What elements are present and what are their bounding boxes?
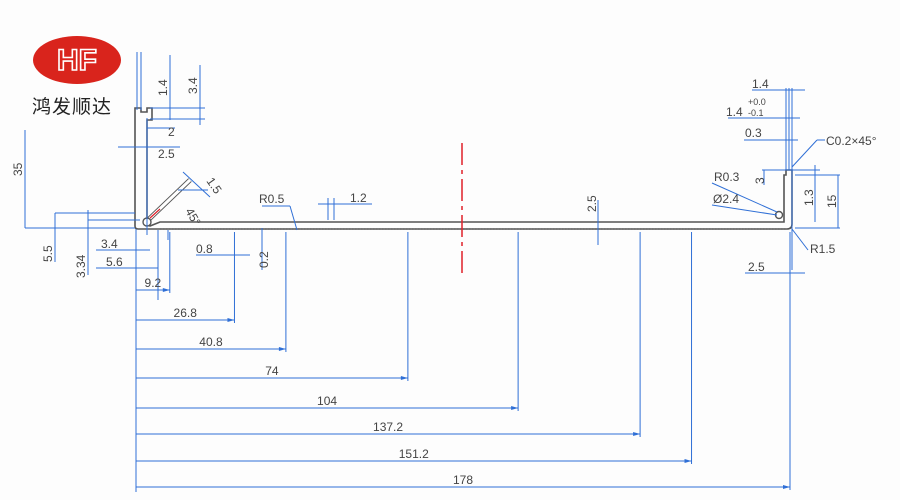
dim-label: C0.2×45° xyxy=(826,134,877,148)
dim-label: R1.5 xyxy=(810,242,836,256)
dim-label-bottom: 26.8 xyxy=(174,306,198,320)
dim-label: 1.4 xyxy=(156,79,170,96)
bottom-dimension-chain: 9.2 26.8 40.8 74 104 137.2 151.2 178 xyxy=(135,229,791,492)
tolerance-minus: -0.1 xyxy=(748,108,764,118)
right-dimension-lines xyxy=(711,88,840,274)
dimension-arrow xyxy=(783,485,790,489)
dim-label: 2 xyxy=(168,125,175,139)
dim-label-bottom: 151.2 xyxy=(399,447,429,461)
dimension-arrow xyxy=(400,376,408,380)
dim-label: 1.2 xyxy=(350,191,367,205)
dim-label: 2.5 xyxy=(585,195,599,212)
dim-label: 2.5 xyxy=(158,147,175,161)
dim-label: 3.4 xyxy=(101,237,118,251)
dim-label: 0.2 xyxy=(257,251,271,268)
aluminum-profile xyxy=(134,107,793,230)
dim-label: R0.5 xyxy=(259,192,285,206)
svg-text:HF: HF xyxy=(57,44,97,77)
dim-label: 35 xyxy=(11,162,25,176)
dim-label: 3 xyxy=(753,177,767,184)
dim-label: 0.8 xyxy=(196,242,213,256)
dim-label: 1.4 xyxy=(752,77,769,91)
dim-label-bottom: 9.2 xyxy=(145,276,162,290)
left-dimension-lines xyxy=(24,52,599,300)
dim-label: 15 xyxy=(825,194,839,208)
dim-label: 45° xyxy=(182,206,203,229)
brand-name: 鸿发顺达 xyxy=(32,96,113,118)
dim-label-bottom: 137.2 xyxy=(373,420,403,434)
dimension-arrow xyxy=(278,347,286,351)
dimension-arrow xyxy=(511,406,519,410)
dim-label: 1.3 xyxy=(802,189,816,206)
dimension-arrow xyxy=(633,432,641,436)
dim-label-bottom: 178 xyxy=(453,473,473,487)
dimension-arrow xyxy=(684,459,692,463)
dim-label-bottom: 104 xyxy=(317,394,337,408)
dim-label-bottom: 74 xyxy=(265,364,279,378)
dim-label: R0.3 xyxy=(714,170,740,184)
dim-label: 3.34 xyxy=(74,254,88,278)
dim-label: 2.5 xyxy=(748,260,765,274)
dim-label: 0.3 xyxy=(745,126,762,140)
dim-label: 5.6 xyxy=(106,255,123,269)
dim-label: 3.4 xyxy=(186,77,200,94)
dimension-arrow xyxy=(162,288,170,292)
brand-logo: HF xyxy=(33,36,121,84)
dim-label: Ø2.4 xyxy=(713,192,739,206)
tolerance-plus: +0.0 xyxy=(748,97,766,107)
dim-label: 5.5 xyxy=(41,245,55,262)
dimension-arrow xyxy=(227,318,235,322)
dim-label: 1.4 xyxy=(726,105,743,119)
dim-label-bottom: 40.8 xyxy=(199,335,223,349)
